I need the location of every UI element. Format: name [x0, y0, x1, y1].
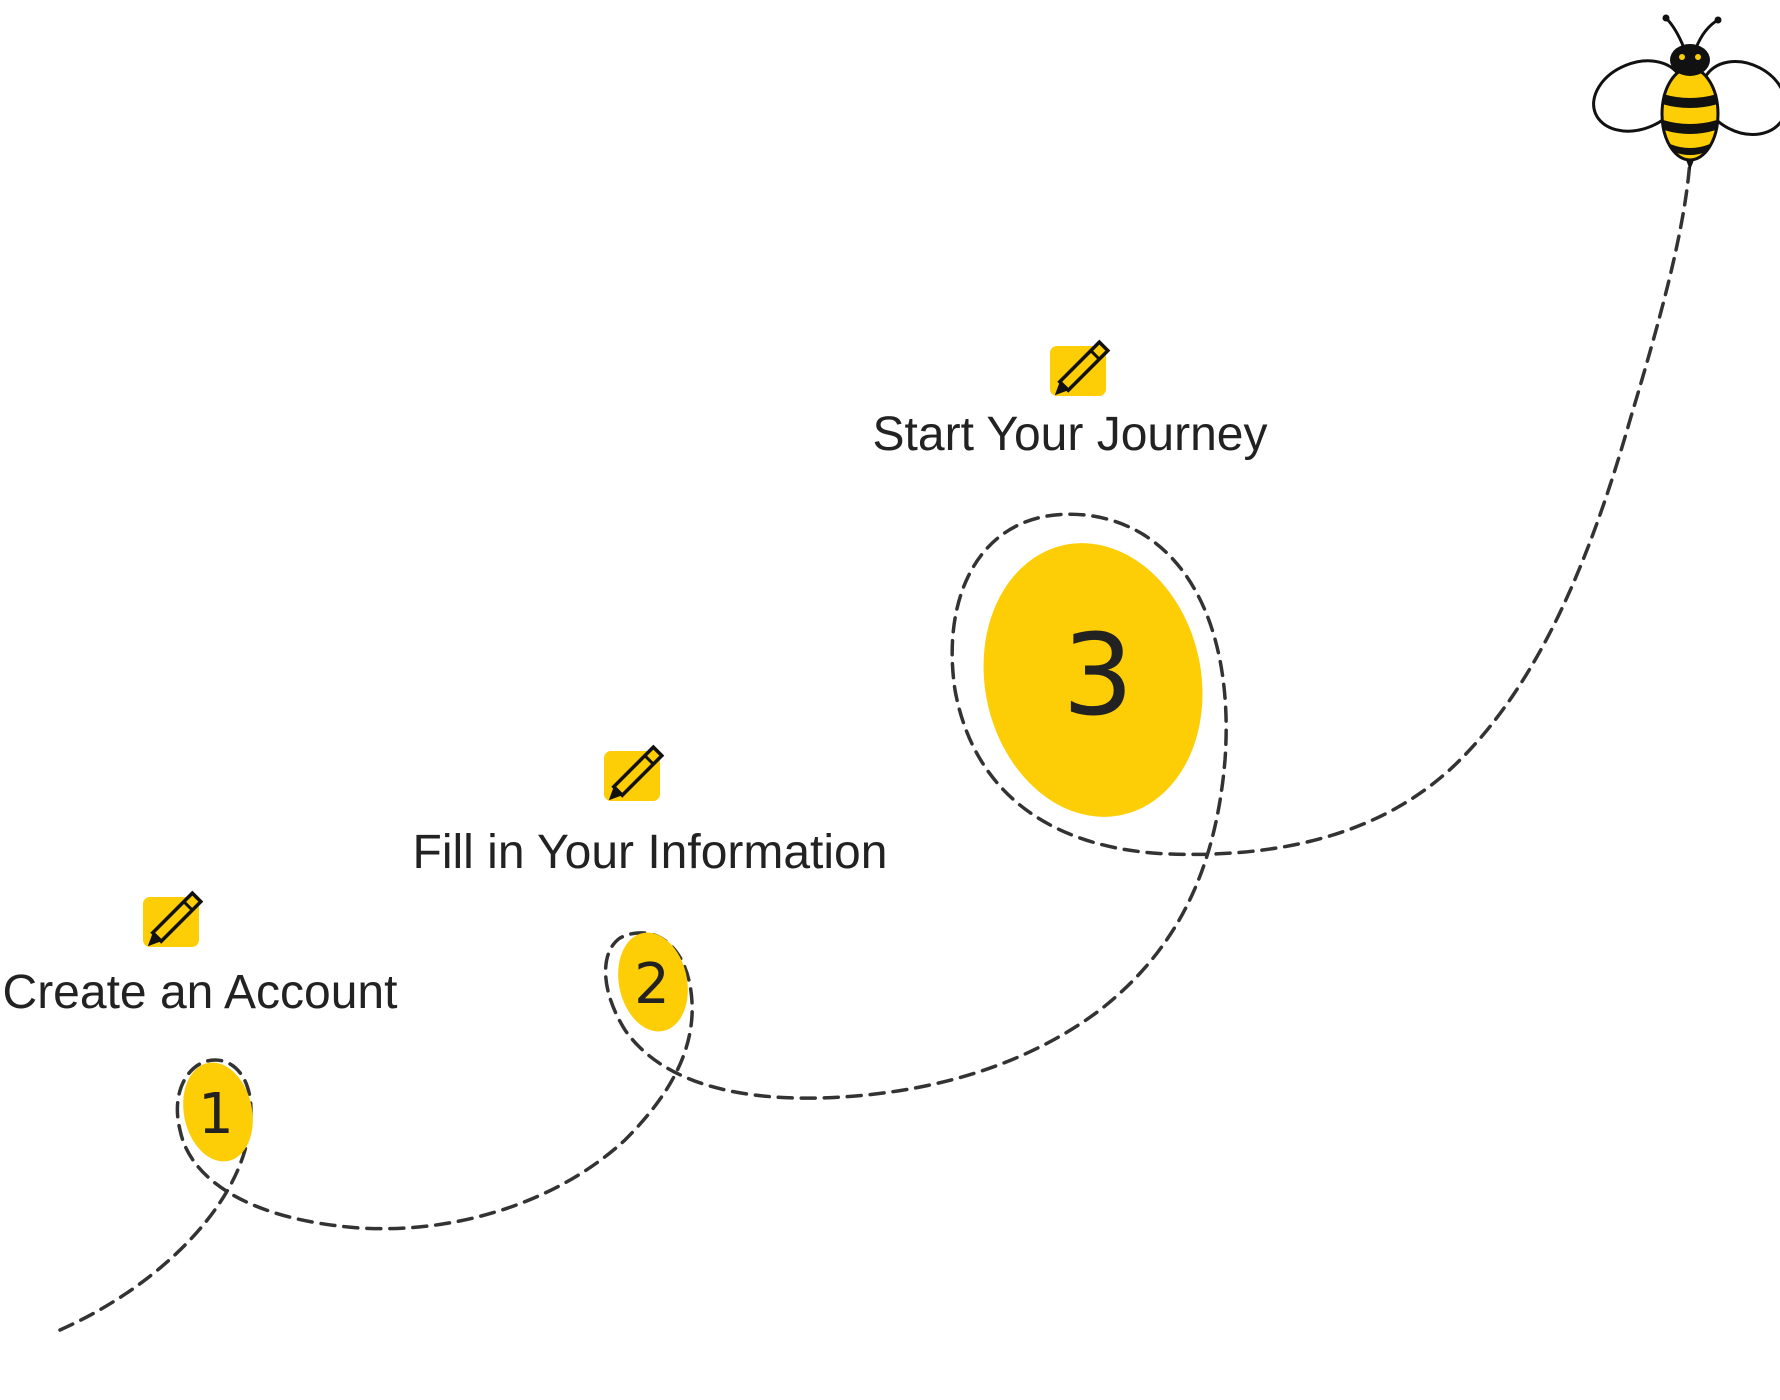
step-3-number: 3 — [1062, 611, 1133, 741]
step-2-number: 2 — [634, 952, 670, 1017]
step-1-badge — [183, 1062, 253, 1162]
bee-icon — [1592, 14, 1780, 170]
step-1-number: 1 — [198, 1082, 234, 1147]
step-3-badge — [983, 543, 1203, 817]
step-3-label: Start Your Journey — [873, 408, 1268, 461]
step-2-label: Fill in Your Information — [413, 826, 888, 879]
step-2-pencil-icon — [604, 744, 665, 801]
dashed-flight-path — [58, 158, 1692, 1332]
step-3-pencil-icon — [1050, 339, 1111, 396]
step-1: 1 Create an Account — [3, 890, 398, 1162]
step-2: 2 Fill in Your Information — [413, 744, 888, 1032]
step-2-badge — [618, 932, 688, 1032]
step-3: 3 Start Your Journey — [873, 339, 1268, 817]
step-1-label: Create an Account — [3, 966, 398, 1019]
step-1-pencil-icon — [143, 890, 204, 947]
